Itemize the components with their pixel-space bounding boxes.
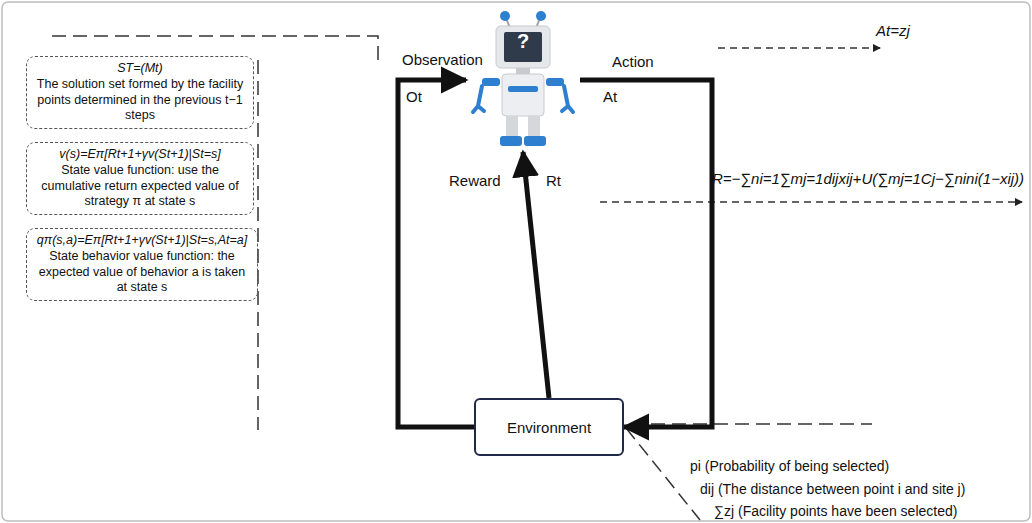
- robot-illustration: [468, 8, 578, 150]
- robot-foot: [524, 136, 546, 146]
- dashed-note-box: v(s)=Eπ[Rt+1+γv(St+1)|St=s]State value f…: [26, 142, 254, 215]
- node-text: The solution set formed by the facility …: [35, 77, 245, 123]
- node-text: State value function: use the cumulative…: [35, 163, 245, 209]
- robot-head: [496, 26, 550, 68]
- robot-claw: [473, 86, 484, 112]
- edge-label: Observation: [402, 51, 483, 68]
- flow-arrow: [580, 80, 712, 427]
- dashed-arrow: [600, 201, 1022, 202]
- flow-arrow: [398, 80, 474, 427]
- dashed-note-box: qπ(s,a)=Eπ[Rt+1+γv(St+1)|St=s,At=a]State…: [26, 228, 258, 301]
- antenna-ball: [500, 11, 510, 21]
- dashed-bracket: [52, 36, 378, 62]
- robot-leg: [528, 116, 540, 138]
- formula-label: R=−∑ni=1∑mj=1dijxij+U(∑mj=1Cj−∑nini(1−xi…: [712, 170, 1024, 187]
- formula-label: At=zj: [876, 22, 910, 39]
- robot-claw: [562, 86, 573, 112]
- robot-foot: [500, 136, 522, 146]
- symbol-label: Rt: [546, 172, 561, 189]
- agent-robot: ?: [468, 8, 578, 150]
- robot-arm: [546, 78, 564, 86]
- flow-arrow: [523, 152, 549, 398]
- formula-text: v(s)=Eπ[Rt+1+γv(St+1)|St=s]: [35, 147, 245, 162]
- robot-arm: [482, 78, 500, 86]
- robot-leg: [506, 116, 518, 138]
- screen-symbol: ?: [506, 30, 540, 53]
- node-text: Environment: [507, 419, 591, 436]
- edge-label: Reward: [449, 172, 501, 189]
- robot-neck: [516, 68, 530, 74]
- symbol-label: Ot: [406, 88, 422, 105]
- robot-body: [502, 74, 544, 116]
- formula-text: qπ(s,a)=Eπ[Rt+1+γv(St+1)|St=s,At=a]: [35, 233, 249, 248]
- robot-panel: [508, 86, 538, 92]
- antenna-ball: [536, 11, 546, 21]
- dashed-note-box: ST=(Mt)The solution set formed by the fa…: [26, 56, 254, 129]
- note-label: dij (The distance between point i and si…: [700, 481, 965, 497]
- note-label: ∑zj (Facility points have been selected): [714, 503, 957, 519]
- symbol-label: At: [603, 88, 617, 105]
- note-label: pi (Probability of being selected): [690, 458, 889, 474]
- environment-box: Environment: [474, 398, 624, 456]
- dashed-bracket: [626, 428, 700, 520]
- dashed-arrow: [718, 47, 880, 48]
- edge-label: Action: [612, 53, 654, 70]
- formula-text: ST=(Mt): [35, 61, 245, 76]
- node-text: State behavior value function: the expec…: [35, 249, 249, 295]
